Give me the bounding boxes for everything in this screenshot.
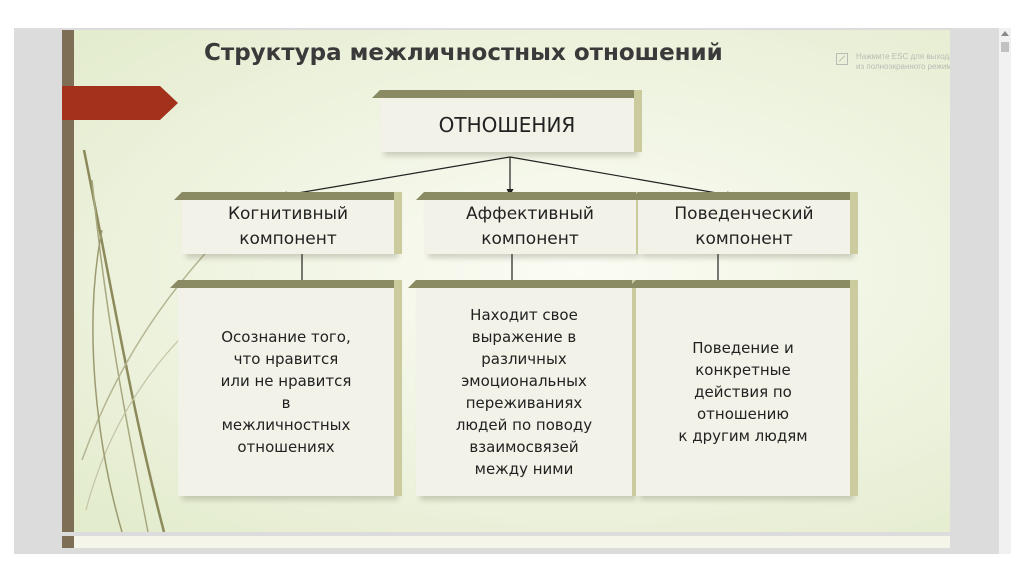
description-line: действия по (678, 381, 807, 403)
component-label-line1: Поведенческий (674, 202, 813, 227)
description-line: конкретные (678, 359, 807, 381)
cognitive-description-box: Осознание того, что нравится или не нрав… (178, 288, 394, 496)
behavioral-description-box: Поведение и конкретные действия по отнош… (636, 288, 850, 496)
description-line: или не нравится (221, 370, 352, 392)
cognitive-component-box: Когнитивный компонент (182, 200, 394, 254)
description-line: переживаниях (456, 392, 592, 414)
component-label-line1: Когнитивный (228, 202, 348, 227)
description-line: людей по поводу (456, 414, 592, 436)
description-line: эмоциональных (456, 370, 592, 392)
root-box: ОТНОШЕНИЯ (380, 98, 634, 152)
description-line: различных (456, 348, 592, 370)
component-label-line2: компонент (466, 227, 594, 252)
presentation-slide: Структура межличностных отношений Нажмит… (62, 30, 950, 532)
description-line: отношениях (221, 436, 352, 458)
description-line: Осознание того, (221, 326, 352, 348)
next-slide-accent-bar (62, 536, 74, 548)
affective-component-box: Аффективный компонент (424, 200, 636, 254)
description-line: Поведение и (678, 337, 807, 359)
component-label-line2: компонент (228, 227, 348, 252)
description-line: в (221, 392, 352, 414)
description-line: что нравится (221, 348, 352, 370)
description-line: отношению (678, 403, 807, 425)
description-line: к другим людям (678, 425, 807, 447)
component-label-line1: Аффективный (466, 202, 594, 227)
scroll-thumb[interactable] (1001, 42, 1009, 52)
vertical-scrollbar[interactable] (998, 28, 1011, 554)
description-line: между ними (456, 458, 592, 480)
next-slide-edge (62, 536, 950, 548)
behavioral-component-box: Поведенческий компонент (638, 200, 850, 254)
description-line: взаимосвязей (456, 436, 592, 458)
component-label-line2: компонент (674, 227, 813, 252)
description-line: межличностных (221, 414, 352, 436)
scroll-up-icon[interactable] (1001, 31, 1009, 36)
affective-description-box: Находит свое выражение в различных эмоци… (416, 288, 632, 496)
root-label: ОТНОШЕНИЯ (439, 113, 576, 137)
description-line: Находит свое (456, 304, 592, 326)
description-line: выражение в (456, 326, 592, 348)
